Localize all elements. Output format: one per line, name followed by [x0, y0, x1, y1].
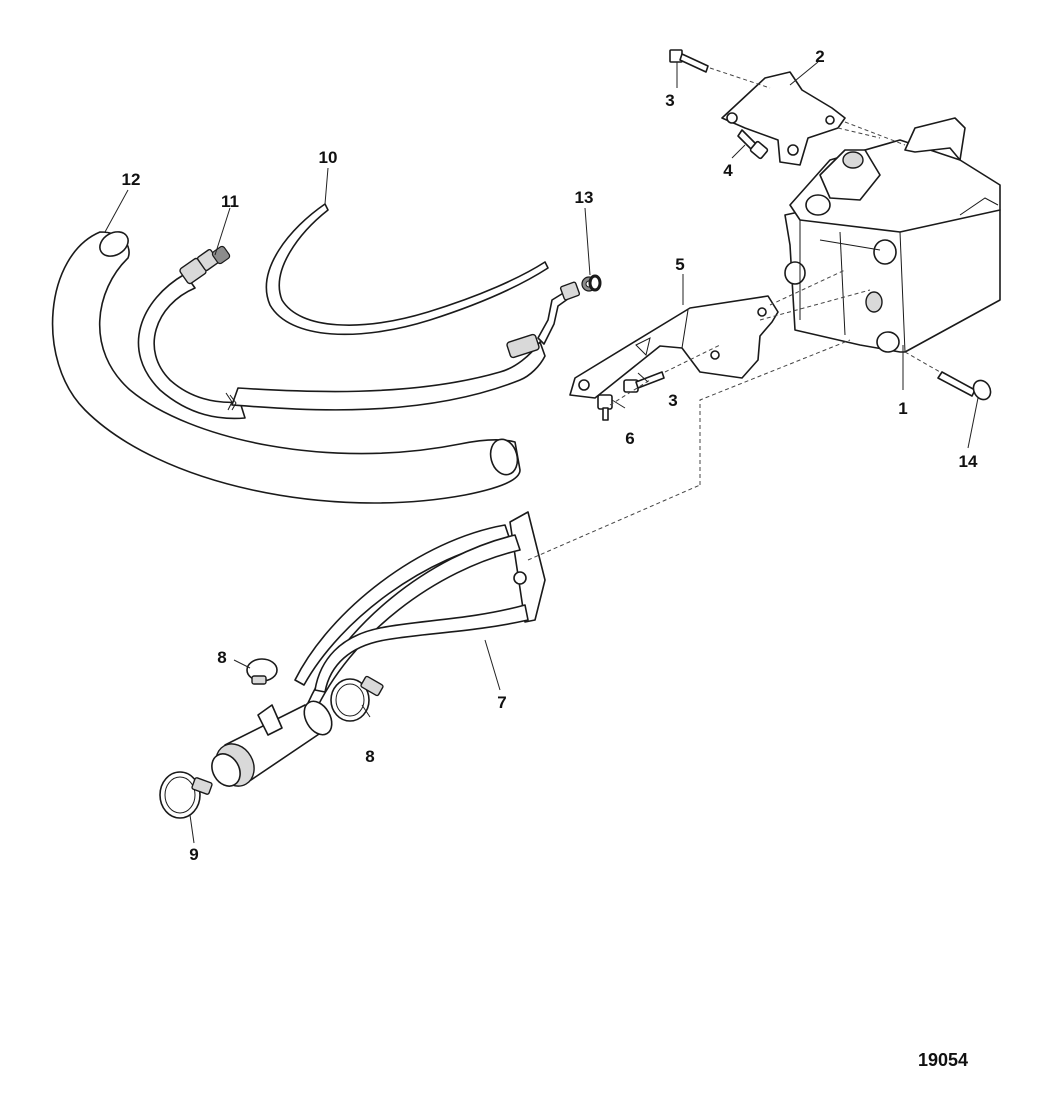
- clamp-9: [159, 771, 213, 819]
- callouts: 1 2 3 3 4 5 6 7 8 8 9 10 11 12 13 14: [122, 47, 978, 864]
- callout-12: 12: [122, 170, 141, 189]
- callout-1: 1: [898, 399, 907, 418]
- callout-8-right: 8: [365, 747, 374, 766]
- callout-3-middle: 3: [668, 391, 677, 410]
- callout-8-left: 8: [217, 648, 226, 667]
- leader-lines: [104, 61, 979, 844]
- bracket-2: [721, 71, 846, 166]
- figure-number: 19054: [918, 1050, 968, 1070]
- o-ring-13: [588, 274, 602, 292]
- bolt-14: [937, 371, 992, 401]
- bracket-5: [569, 295, 779, 399]
- hose-12: [51, 231, 521, 504]
- callout-4: 4: [723, 161, 733, 180]
- clamp-8-large: [330, 675, 384, 722]
- callout-10: 10: [319, 148, 338, 167]
- callout-6: 6: [625, 429, 634, 448]
- callout-13: 13: [575, 188, 594, 207]
- clamp-8-small: [246, 658, 278, 685]
- callout-3-top: 3: [665, 91, 674, 110]
- bolt-4: [737, 129, 769, 160]
- callout-7: 7: [497, 693, 506, 712]
- alignment-lines: [527, 67, 941, 561]
- tube-assembly-7: [294, 511, 546, 715]
- callout-9: 9: [189, 845, 198, 864]
- hose-10: [265, 203, 549, 336]
- bolt-3-top: [669, 49, 709, 73]
- hose-11: [137, 245, 597, 420]
- t-connector: [211, 700, 333, 787]
- bolt-6: [597, 394, 613, 421]
- housing-assembly-1: [784, 117, 1001, 353]
- callout-2: 2: [815, 47, 824, 66]
- bolt-3-middle: [623, 371, 665, 393]
- callout-11: 11: [221, 192, 239, 211]
- callout-5: 5: [675, 255, 684, 274]
- callout-14: 14: [959, 452, 978, 471]
